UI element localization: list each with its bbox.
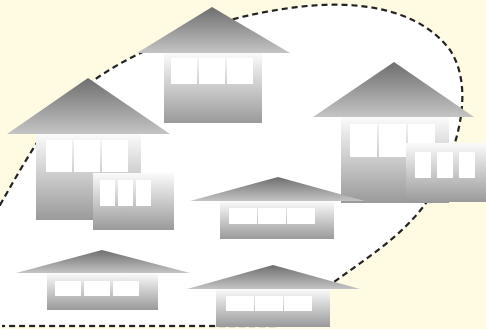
house-window xyxy=(258,208,286,224)
house-window xyxy=(74,140,100,172)
house-window xyxy=(437,152,453,178)
house-window xyxy=(46,140,72,172)
house-window xyxy=(459,152,475,178)
house-window xyxy=(118,180,133,206)
house-window xyxy=(100,180,115,206)
house-window xyxy=(379,124,406,157)
house-window xyxy=(255,296,283,311)
boundary-edge-mask xyxy=(0,206,2,329)
house-window xyxy=(136,180,151,206)
house-window xyxy=(102,140,128,172)
house-window xyxy=(171,58,197,84)
house-window xyxy=(227,58,253,84)
house-window xyxy=(229,208,257,224)
house-window xyxy=(199,58,225,84)
house-window xyxy=(113,281,139,296)
house-window xyxy=(284,296,312,311)
house-window xyxy=(287,208,315,224)
house-window xyxy=(415,152,431,178)
house-window xyxy=(84,281,110,296)
house-window xyxy=(55,281,81,296)
house-window xyxy=(226,296,254,311)
house-window xyxy=(350,124,377,157)
